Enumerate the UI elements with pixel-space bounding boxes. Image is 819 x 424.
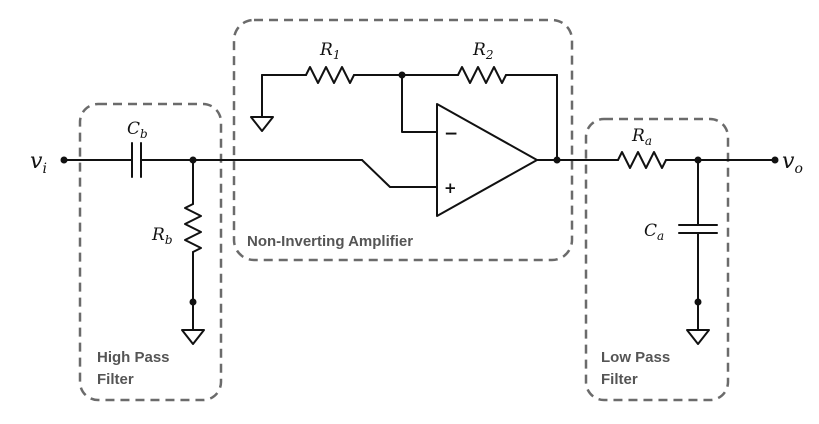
opamp-minus-sign: − bbox=[444, 124, 458, 144]
input-terminal bbox=[60, 156, 68, 164]
junction-rb bbox=[189, 156, 197, 164]
output-wiring bbox=[536, 151, 776, 169]
label-high-pass-line2: Filter bbox=[97, 371, 134, 388]
label-vo: vo bbox=[782, 149, 803, 177]
label-low-pass-line2: Filter bbox=[601, 371, 638, 388]
output-terminal bbox=[771, 156, 779, 164]
junction-output bbox=[553, 156, 561, 164]
junction-ca bbox=[694, 156, 702, 164]
feedback-network bbox=[261, 66, 558, 161]
label-rb: Rb bbox=[151, 225, 173, 247]
label-cb: Cb bbox=[127, 119, 148, 141]
ground-symbol-rb bbox=[181, 329, 205, 345]
low-pass-filter-box bbox=[584, 117, 730, 402]
ground-symbol-amplifier bbox=[250, 116, 274, 132]
label-ra: Ra bbox=[631, 126, 652, 148]
junction-ca-ground bbox=[694, 298, 702, 306]
label-low-pass-line1: Low Pass bbox=[601, 349, 670, 366]
ground-symbol-ca bbox=[686, 329, 710, 345]
junction-dots bbox=[60, 71, 779, 306]
opamp-plus-sign: + bbox=[444, 179, 457, 197]
label-ca: Ca bbox=[644, 221, 664, 243]
junction-feedback bbox=[398, 71, 406, 79]
label-r2: R2 bbox=[472, 40, 493, 62]
label-high-pass-line1: High Pass bbox=[97, 349, 170, 366]
resistor-rb bbox=[184, 159, 202, 331]
label-r1: R1 bbox=[319, 40, 340, 62]
label-amplifier: Non-Inverting Amplifier bbox=[247, 233, 413, 250]
junction-rb-ground bbox=[189, 298, 197, 306]
op-amp bbox=[436, 103, 538, 217]
amplifier-box bbox=[232, 18, 574, 262]
high-pass-filter-box bbox=[78, 102, 223, 402]
label-vi: vi bbox=[30, 149, 47, 177]
input-wiring bbox=[63, 142, 438, 188]
capacitor-ca bbox=[678, 159, 718, 331]
